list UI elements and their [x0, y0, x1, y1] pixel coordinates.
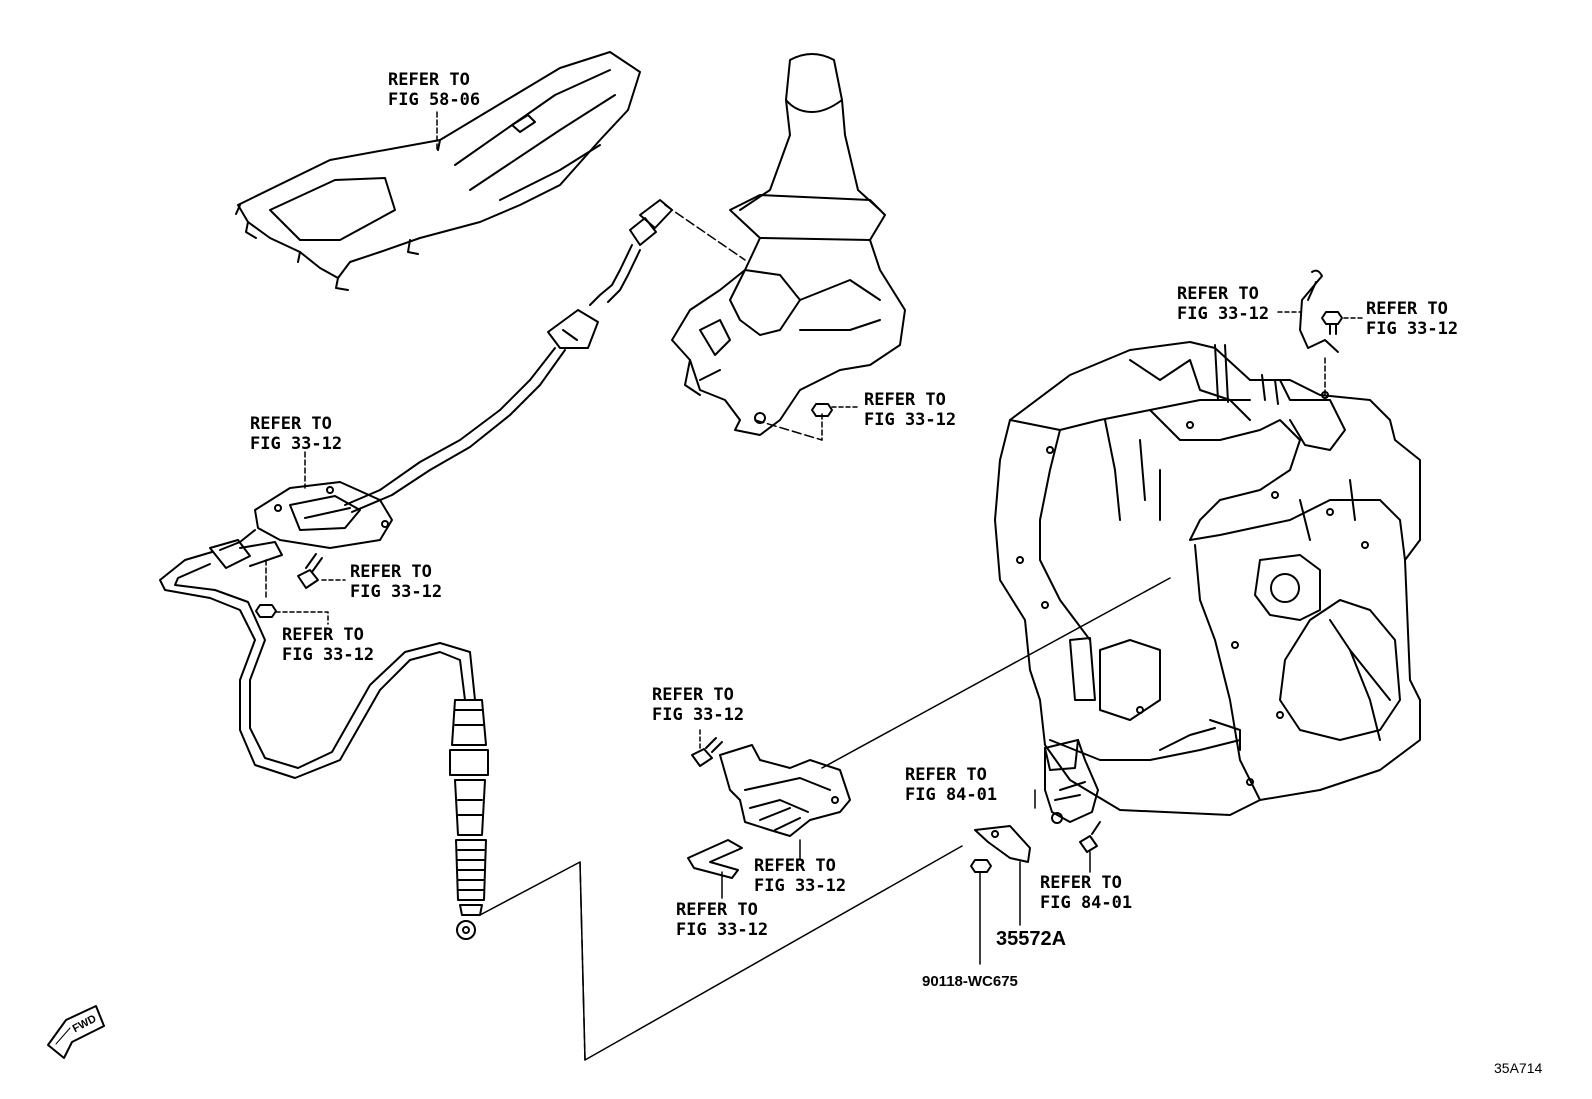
callout-line2: FIG 33-12 [350, 582, 443, 602]
callout-line1: REFER TO [652, 685, 734, 705]
callout-grommet-bolt[interactable]: REFER TO FIG 33-12 [350, 562, 442, 602]
switch-bolt [1079, 821, 1101, 853]
callout-line1: REFER TO [676, 900, 758, 920]
callout-line1: REFER TO [282, 625, 364, 645]
callout-line2: FIG 84-01 [1040, 893, 1133, 913]
cable-bracket [719, 744, 851, 837]
callout-line1: REFER TO [1040, 873, 1122, 893]
leader-shifter-nut-a [754, 419, 823, 441]
grommet-bolt [297, 553, 323, 589]
callout-line1: REFER TO [250, 414, 332, 434]
callout-line1: REFER TO [1366, 299, 1448, 319]
callout-switch-bolt[interactable]: REFER TO FIG 84-01 [1040, 873, 1132, 913]
callout-line2: FIG 84-01 [905, 785, 998, 805]
callout-line1: REFER TO [864, 390, 946, 410]
callout-line1: REFER TO [905, 765, 987, 785]
callout-switch[interactable]: REFER TO FIG 84-01 [905, 765, 997, 805]
callout-console-panel[interactable]: REFER TO FIG 58-06 [388, 70, 480, 110]
leader-clamp-b [275, 611, 329, 625]
cable-grommet [254, 481, 393, 549]
shift-cable [344, 199, 673, 513]
callout-line2: FIG 33-12 [282, 645, 375, 665]
leader-cable-end [479, 845, 963, 1061]
callout-clamp-nut[interactable]: REFER TO FIG 33-12 [282, 625, 374, 665]
u-clip [687, 839, 743, 879]
park-neutral-switch [1044, 739, 1099, 824]
fwd-arrow-icon [47, 1005, 105, 1059]
callout-line2: FIG 33-12 [1177, 304, 1270, 324]
part-number-90118[interactable]: 90118-WC675 [922, 973, 1018, 990]
cable-adjuster [449, 699, 489, 940]
shifter-nut [811, 403, 833, 417]
leader-bracket-trans [821, 577, 1171, 769]
callout-bracket-bolt[interactable]: REFER TO FIG 33-12 [652, 685, 744, 725]
lever-nut [970, 859, 992, 873]
callout-shifter-nut[interactable]: REFER TO FIG 33-12 [864, 390, 956, 430]
leader-cable-vertical [579, 861, 586, 1061]
part-number-35572a[interactable]: 35572A [996, 928, 1067, 950]
callout-line2: FIG 58-06 [388, 90, 481, 110]
callout-line2: FIG 33-12 [652, 705, 745, 725]
callout-line2: FIG 33-12 [250, 434, 343, 454]
clamp-nut [255, 604, 277, 618]
figure-id: 35A714 [1494, 1060, 1543, 1076]
callout-line1: REFER TO [350, 562, 432, 582]
callout-cable-grommet[interactable]: REFER TO FIG 33-12 [250, 414, 342, 454]
callout-line1: REFER TO [754, 856, 836, 876]
control-shaft-lever [974, 825, 1031, 863]
callout-line2: FIG 33-12 [754, 876, 847, 896]
trans-bolt [1321, 311, 1343, 335]
callout-trans-bolt[interactable]: REFER TO FIG 33-12 [1366, 299, 1458, 339]
console-panel [235, 51, 641, 291]
callout-line2: FIG 33-12 [864, 410, 957, 430]
callout-line2: FIG 33-12 [1366, 319, 1459, 339]
leader-cable-to-shifter [664, 204, 746, 261]
callout-u-clip[interactable]: REFER TO FIG 33-12 [676, 900, 768, 940]
callout-line1: REFER TO [1177, 284, 1259, 304]
trans-clip [1299, 269, 1339, 353]
callout-line1: REFER TO [388, 70, 470, 90]
callout-bracket[interactable]: REFER TO FIG 33-12 [754, 856, 846, 896]
shift-lever-assembly [671, 53, 906, 436]
callout-trans-clip[interactable]: REFER TO FIG 33-12 [1177, 284, 1269, 324]
shift-cable-lower [159, 529, 476, 779]
callout-line2: FIG 33-12 [676, 920, 769, 940]
bracket-bolt [691, 737, 723, 767]
